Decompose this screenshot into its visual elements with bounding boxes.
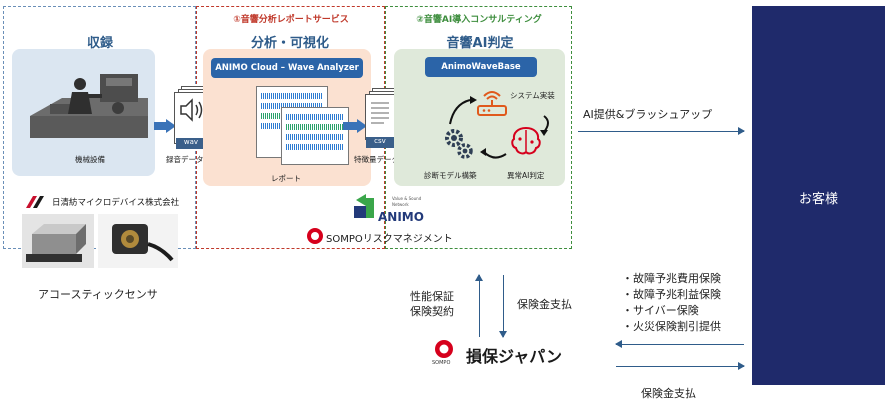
insurance-contract-label: 保険契約 <box>410 305 454 318</box>
claim-payment-label-left: 保険金支払 <box>517 298 572 311</box>
arrow-to-recording <box>154 119 176 133</box>
analysis-service-tag: ①音響分析レポートサービス <box>233 15 349 25</box>
ai-cycle-arrows <box>449 96 549 159</box>
acoustic-sensor-image-2 <box>112 224 174 262</box>
claim-payment-arrow <box>616 362 745 370</box>
ai-title: 音響AI判定 <box>446 36 514 51</box>
csv-doc-front <box>365 94 395 140</box>
animo-tagline-2: Network <box>392 202 409 207</box>
insurance-item-4: ・火災保険割引提供 <box>622 320 721 333</box>
sompo-japan-logo-icon <box>435 340 453 358</box>
ai-offer-arrow <box>578 127 745 135</box>
machine-label: 機械設備 <box>75 155 105 164</box>
machine-equipment-icon <box>30 74 148 138</box>
sensor-photo-2 <box>98 214 178 268</box>
sompo-risk-logo-icon <box>307 228 323 244</box>
claim-payment-label-bottom: 保険金支払 <box>641 387 696 400</box>
nisshinbo-logo-text: 日清紡マイクロデバイス株式会社 <box>52 198 180 208</box>
recorded-data-label: 録音データ <box>166 155 204 164</box>
animo-logo-text: ANIMO <box>378 210 424 224</box>
animo-logo-icon <box>354 194 374 218</box>
insurance-item-2: ・故障予兆利益保険 <box>622 288 721 301</box>
speaker-icon <box>180 98 203 122</box>
sompo-small-text: SOMPO <box>432 360 451 366</box>
analyzer-product-bar: ANIMO Cloud – Wave Analyzer <box>211 58 363 78</box>
claim-down-arrow <box>499 275 507 338</box>
report-label: レポート <box>271 174 301 183</box>
brain-ai-icon <box>511 126 541 155</box>
sompo-risk-logo-text: SOMPOリスクマネジメント <box>326 234 453 245</box>
arrow-to-csv <box>343 119 367 133</box>
csv-lines-icon <box>371 102 389 124</box>
insurance-offer-arrow <box>615 340 744 348</box>
contract-up-arrow <box>475 274 483 337</box>
insurance-item-1: ・故障予兆費用保険 <box>622 272 721 285</box>
system-implementation-label: システム実装 <box>510 91 555 100</box>
insurance-item-3: ・サイバー保険 <box>622 304 699 317</box>
analysis-title: 分析・可視化 <box>250 36 329 51</box>
wavebase-product-bar: AnimoWaveBase <box>425 57 537 77</box>
gears-icon <box>445 129 473 159</box>
csv-badge: csv <box>366 137 394 148</box>
animo-tagline-1: Value & Sound <box>392 196 422 201</box>
customer-label: お客様 <box>798 192 838 207</box>
feature-data-label: 特徴量データ <box>354 155 399 164</box>
wireless-router-icon <box>477 91 507 116</box>
acoustic-sensor-image-1 <box>26 224 86 262</box>
ai-service-tag: ②音響AI導入コンサルティング <box>416 15 542 25</box>
model-building-label: 診断モデル構築 <box>424 171 477 180</box>
report-sheet-front <box>281 107 349 165</box>
wav-badge: wav <box>176 138 206 149</box>
sompo-japan-logo-text: 損保ジャパン <box>466 347 563 366</box>
ai-offer-label: AI提供&ブラッシュアップ <box>583 108 713 121</box>
nisshinbo-logo-icon <box>26 196 44 208</box>
anomaly-judgement-label: 異常AI判定 <box>507 171 545 180</box>
wav-doc-front <box>174 92 208 144</box>
sensor-photo-1 <box>22 214 94 268</box>
collect-title: 収録 <box>86 36 113 51</box>
customer-block: お客様 <box>752 6 885 385</box>
performance-guarantee-label: 性能保証 <box>410 290 454 303</box>
acoustic-sensor-label: アコースティックセンサ <box>38 288 158 301</box>
